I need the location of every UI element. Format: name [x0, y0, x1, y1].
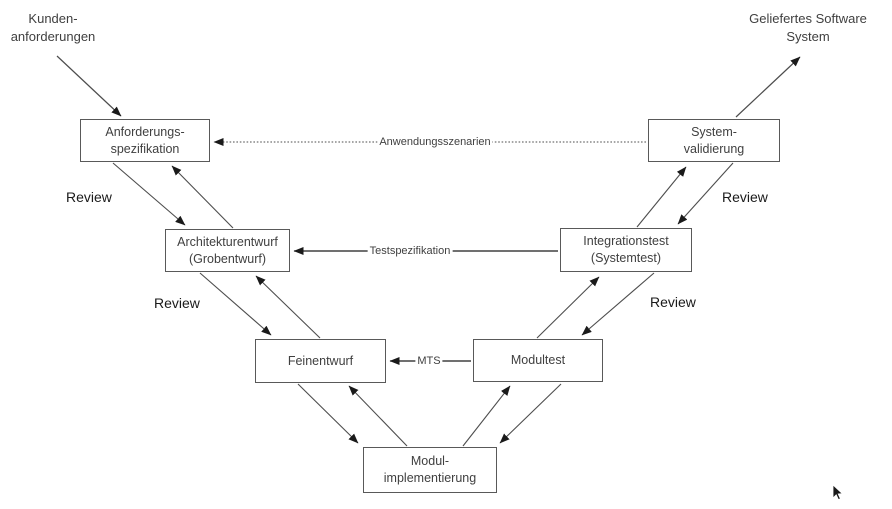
edge-integration-to-validation — [636, 166, 687, 228]
edge-customer-to-requirements — [56, 55, 122, 117]
edge-requirements-to-architecture — [112, 162, 186, 226]
box-detailed-design: Feinentwurf — [255, 339, 386, 383]
edge-validation-to-integration-review — [677, 162, 734, 225]
edge-validation-to-delivered — [735, 56, 801, 118]
box-module-test: Modultest — [473, 339, 603, 382]
label-review-left-bottom: Review — [154, 295, 200, 311]
edge-detaildesign-to-implementation — [297, 383, 359, 444]
box-integration-test: Integrationstest (Systemtest) — [560, 228, 692, 272]
box-system-validation: System- validierung — [648, 119, 780, 162]
edge-implementation-to-moduletest — [462, 385, 511, 447]
label-review-right-bottom: Review — [650, 294, 696, 310]
box-module-implementation: Modul- implementierung — [363, 447, 497, 493]
edge-implementation-to-detaildesign-review — [348, 385, 408, 447]
label-mts: MTS — [415, 355, 443, 367]
label-review-right-top: Review — [722, 189, 768, 205]
edge-moduletest-to-integration — [536, 276, 600, 339]
edge-integration-to-moduletest-review — [581, 272, 655, 336]
box-architecture-design: Architekturentwurf (Grobentwurf) — [165, 229, 290, 272]
label-customer-requirements: Kunden- anforderungen — [10, 11, 96, 45]
edge-architecture-to-detaildesign — [199, 272, 272, 336]
label-delivered-software-system: Geliefertes Software System — [749, 11, 867, 45]
edge-detaildesign-to-architecture-review — [255, 275, 321, 339]
label-application-scenarios: Anwendungsszenarien — [377, 136, 493, 148]
label-test-specification: Testspezifikation — [367, 245, 453, 257]
mouse-cursor-icon — [832, 484, 844, 501]
label-review-left-top: Review — [66, 189, 112, 205]
edge-moduletest-to-implementation-review — [499, 383, 562, 444]
box-requirements-specification: Anforderungs- spezifikation — [80, 119, 210, 162]
edge-architecture-to-requirements-review — [171, 165, 234, 229]
